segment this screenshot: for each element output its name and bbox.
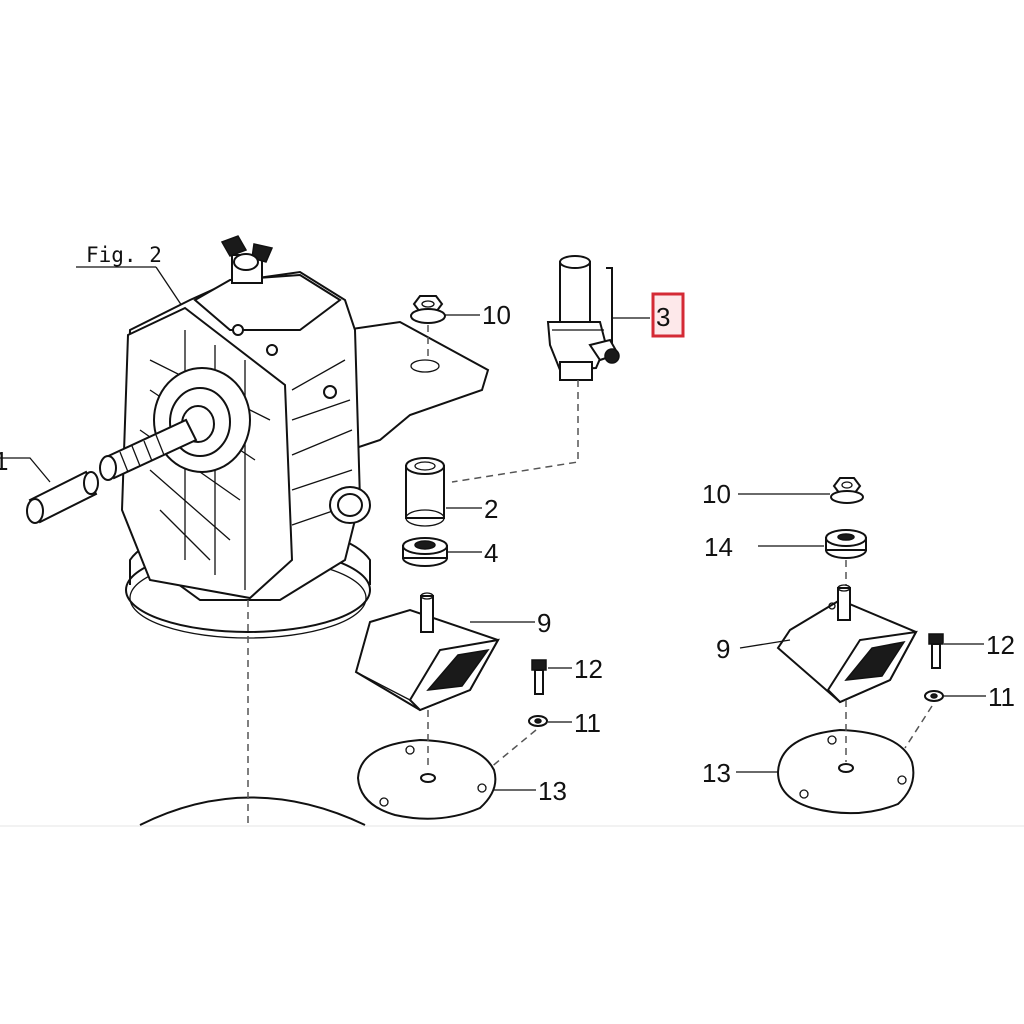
highlight-box-part-3 <box>651 292 685 338</box>
ball-valve-part-3 <box>546 255 650 381</box>
flange-nut-part-10-left <box>410 295 480 324</box>
callout-left-11: 11 <box>574 708 601 738</box>
callout-left-12: 12 <box>574 654 603 684</box>
pin-part-1 <box>0 457 99 524</box>
bushing-part-2 <box>405 457 482 527</box>
collar-part-14-right <box>758 529 867 559</box>
plate-part-13-left <box>356 738 536 820</box>
bolt-part-12-left <box>531 659 572 695</box>
callout-left-13: 13 <box>538 776 567 806</box>
figure-label-text: Fig. 2 <box>86 243 162 267</box>
callout-left-1: 1 <box>0 446 8 476</box>
callout-right-14: 14 <box>704 532 733 562</box>
collar-part-4 <box>402 537 482 567</box>
callout-left-2: 2 <box>484 494 498 524</box>
callout-left-10: 10 <box>482 300 511 330</box>
callout-right-9: 9 <box>716 634 730 664</box>
bolt-part-12-right <box>928 633 984 669</box>
callout-left-4: 4 <box>484 538 498 568</box>
callout-left-9: 9 <box>537 608 551 638</box>
plate-part-13-right <box>736 728 915 815</box>
rubber-mount-part-9-right <box>739 584 918 704</box>
transaxle-main-unit <box>99 235 490 639</box>
flange-nut-part-10-right <box>738 477 864 504</box>
callout-right-13: 13 <box>702 758 731 788</box>
callout-right-12: 12 <box>986 630 1015 660</box>
callout-right-11: 11 <box>988 682 1015 712</box>
callout-left-3: 3 <box>656 302 670 332</box>
callout-right-10: 10 <box>702 479 731 509</box>
figure-label: Fig. 2 <box>76 243 191 319</box>
rubber-mount-part-9-left <box>354 592 535 712</box>
o-ring-seal <box>139 796 366 826</box>
washer-part-11-left <box>528 715 572 727</box>
washer-part-11-right <box>924 690 986 702</box>
